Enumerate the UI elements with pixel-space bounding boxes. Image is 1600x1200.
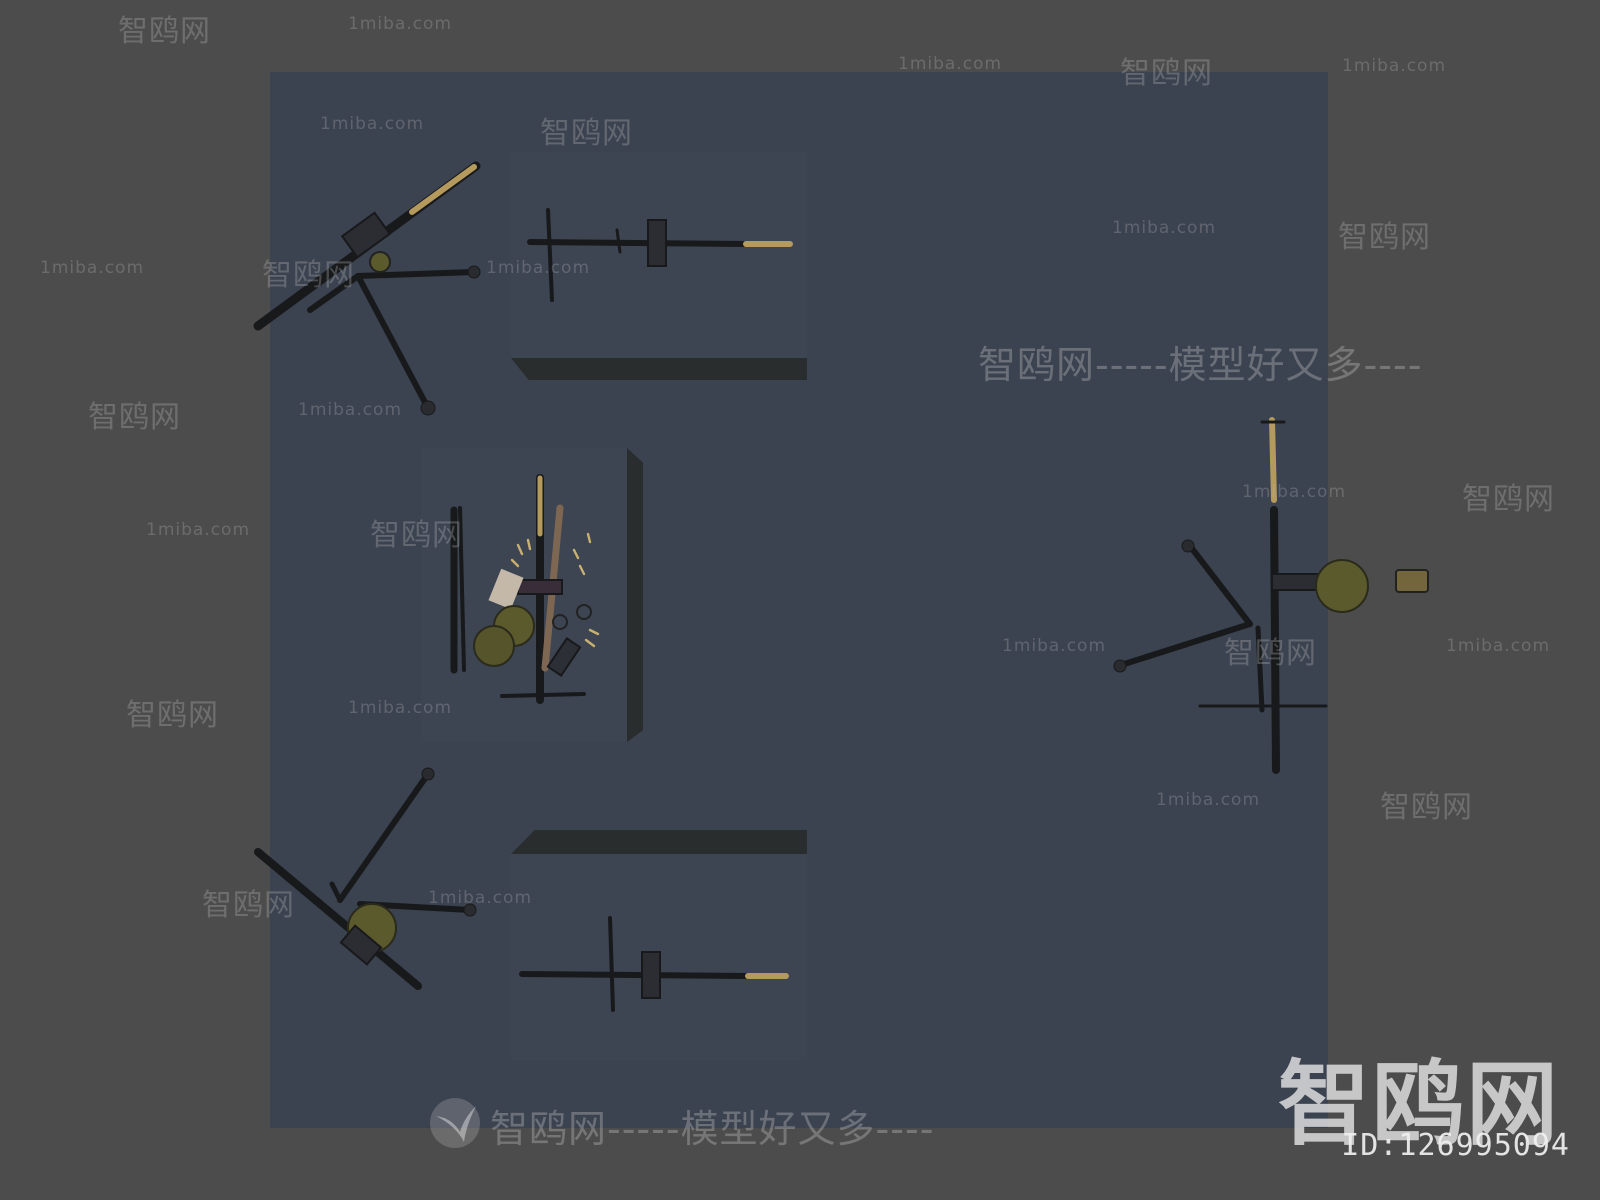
watermark-slogan: 智鸥网-----模型好又多---- xyxy=(490,1107,935,1151)
bird-logo-icon xyxy=(430,1098,480,1148)
watermark-cn: 智鸥网 xyxy=(1462,482,1555,517)
watermark-url: 1miba.com xyxy=(486,258,591,278)
watermark-cn: 智鸥网 xyxy=(1120,56,1213,91)
model-id-label: ID:126995094 xyxy=(1341,1128,1570,1163)
display-box-bottom-shadow xyxy=(511,830,807,854)
watermark-url: 1miba.com xyxy=(298,400,403,420)
watermark-url: 1miba.com xyxy=(1342,56,1447,76)
watermark-url: 1miba.com xyxy=(1242,482,1347,502)
display-box-top xyxy=(511,152,807,360)
display-box-middle-shadow xyxy=(627,448,643,742)
watermark-cn: 智鸥网 xyxy=(370,518,463,553)
watermark-url: 1miba.com xyxy=(428,888,533,908)
watermark-url: 1miba.com xyxy=(898,54,1003,74)
watermark-url: 1miba.com xyxy=(1446,636,1551,656)
watermark-cn: 智鸥网 xyxy=(88,400,181,435)
watermark-cn: 智鸥网 xyxy=(202,888,295,923)
watermark-url: 1miba.com xyxy=(320,114,425,134)
watermark-url: 1miba.com xyxy=(1002,636,1107,656)
brand-logo-text: 智鸥网 xyxy=(1277,1051,1560,1158)
watermark-cn: 智鸥网 xyxy=(126,698,219,733)
watermark-slogan: 智鸥网-----模型好又多---- xyxy=(978,343,1423,387)
watermark-url: 1miba.com xyxy=(1112,218,1217,238)
watermark-cn: 智鸥网 xyxy=(1338,220,1431,255)
watermark-cn: 智鸥网 xyxy=(118,14,211,49)
watermark-cn: 智鸥网 xyxy=(1380,790,1473,825)
watermark-cn: 智鸥网 xyxy=(1224,636,1317,671)
display-box-top-shadow xyxy=(511,358,807,380)
watermark-cn: 智鸥网 xyxy=(262,258,355,293)
watermark-url: 1miba.com xyxy=(348,698,453,718)
watermark-url: 1miba.com xyxy=(146,520,251,540)
display-box-bottom xyxy=(511,854,807,1060)
watermark-url: 1miba.com xyxy=(40,258,145,278)
watermark-url: 1miba.com xyxy=(1156,790,1261,810)
watermark-cn: 智鸥网 xyxy=(540,116,633,151)
watermark-url: 1miba.com xyxy=(348,14,453,34)
